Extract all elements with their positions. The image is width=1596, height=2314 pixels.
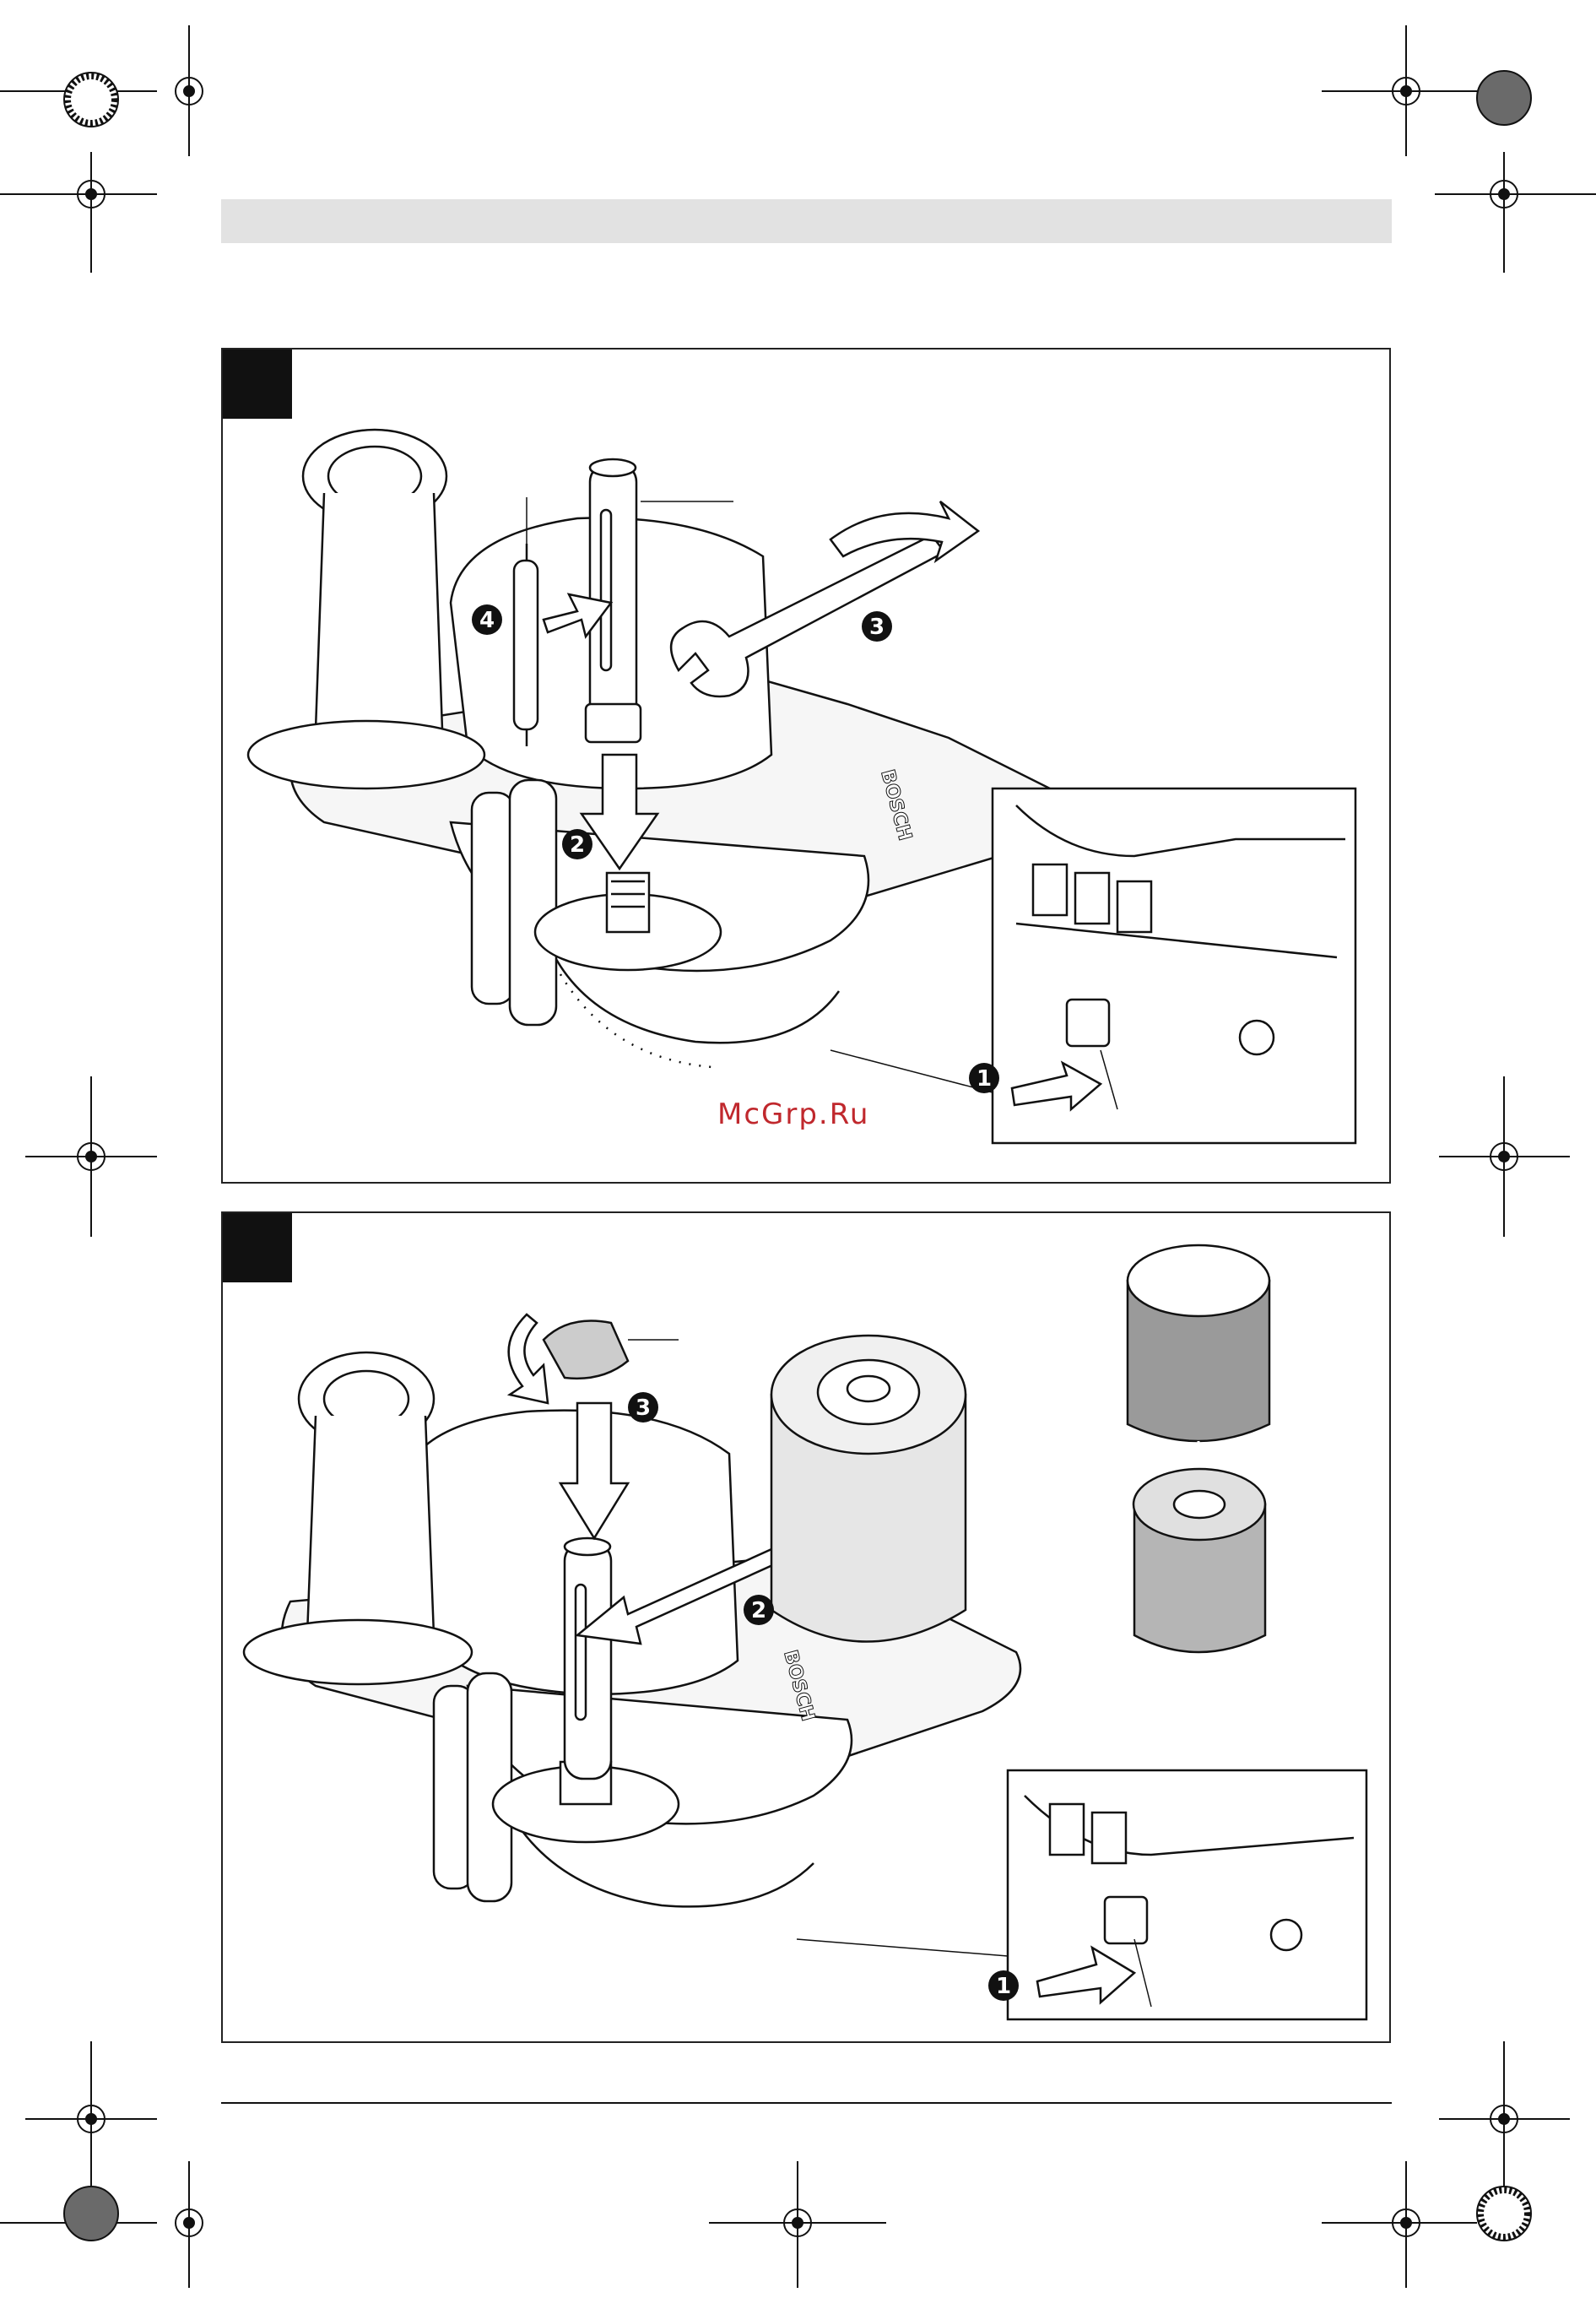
step-number: 2 xyxy=(570,832,585,858)
figure-bottom-illustration: 1 2 3 BOSCH xyxy=(223,1213,1393,2045)
locking-nut-icon xyxy=(544,1321,679,1379)
dust-roller-icon xyxy=(434,1673,511,1901)
step-number: 1 xyxy=(977,1066,992,1092)
side-handle-icon xyxy=(248,430,484,788)
figure-top-illustration: 1 2 3 4 BOSCH xyxy=(223,350,1393,1185)
step-number: 2 xyxy=(751,1598,766,1623)
step-number: 3 xyxy=(869,615,885,640)
figure-top-frame: 1 2 3 4 BOSCH xyxy=(221,348,1391,1184)
watermark: McGrp.Ru xyxy=(717,1097,869,1131)
footer-rule xyxy=(221,2102,1392,2104)
rotate-arrow-icon xyxy=(509,1314,548,1403)
abrasive-sleeve-icon xyxy=(1128,1245,1269,1500)
step-number: 4 xyxy=(479,608,495,633)
mounting-sleeve-icon xyxy=(565,1538,611,1779)
brush-wheel-icon xyxy=(771,1336,966,1642)
step-number: 1 xyxy=(996,1974,1011,1999)
crop-mark-icon xyxy=(0,25,203,273)
figure-bottom-frame: 1 2 3 BOSCH xyxy=(221,1211,1391,2043)
dust-roller-icon xyxy=(472,780,556,1025)
crop-mark-icon xyxy=(1322,25,1596,273)
registration-target-icon xyxy=(64,73,118,127)
registration-target-icon xyxy=(1477,2187,1531,2241)
inset-lock-button-icon xyxy=(797,1770,1366,2019)
gray-target-icon xyxy=(1477,71,1531,125)
gray-target-icon xyxy=(64,2187,118,2241)
step-number: 3 xyxy=(636,1395,651,1421)
expansion-roller-icon xyxy=(1133,1469,1265,1652)
crop-mark-icon xyxy=(0,2041,1570,2288)
